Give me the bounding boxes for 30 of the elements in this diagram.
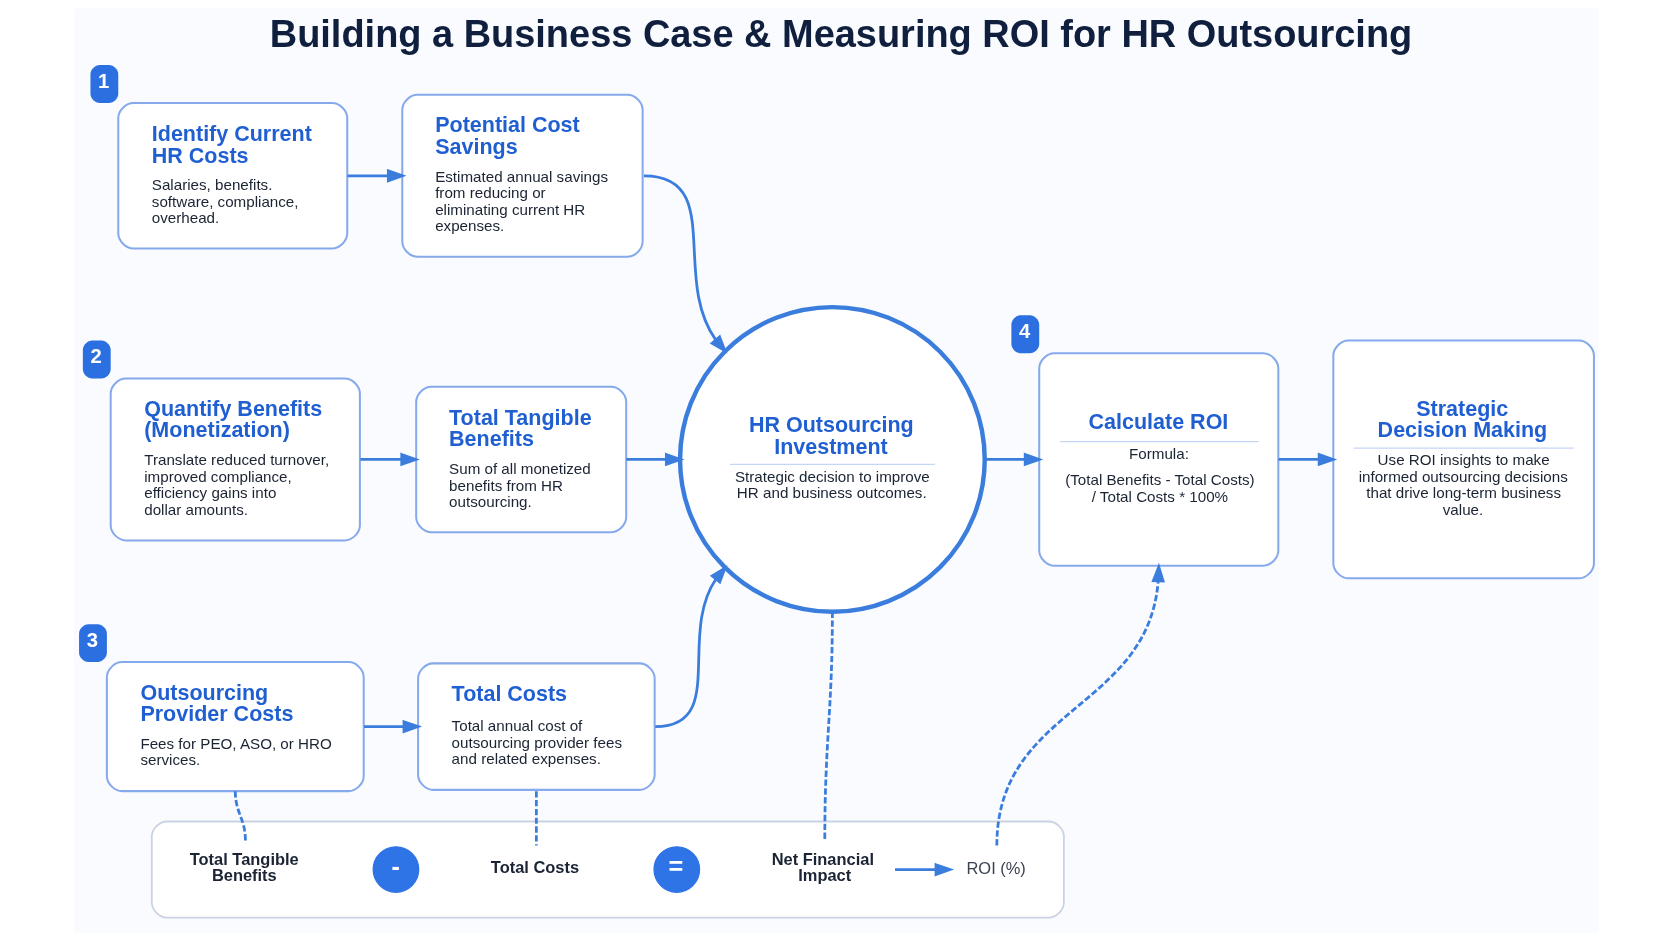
connector [534,791,538,846]
arrow [984,452,1043,467]
node-text: Total Tangible Benefits [189,850,299,885]
node-box: Total Costs Total annual cost of outsourcing provider fees and related expenses. [416,662,656,791]
node-circle: = [652,846,700,893]
node-box: Total Tangible Benefits Sum of all monetized benefits from HR outsourcing. [414,385,627,534]
arrow [994,562,1165,846]
arrow [347,168,406,183]
diagram-title: Building a Business Case & Measuring ROI for HR Outsourcing [269,13,1412,56]
arrow [654,564,728,728]
node-box: Strategic Decision Making Use ROI insights to make informed outsourcing decisions that drive long-term business value. [1331,339,1595,580]
node-box: Potential Cost Savings Estimated annual savings from reducing or eliminating current HR expenses. [400,93,644,258]
arrow [359,452,420,467]
node-text: Net Financial Impact [771,850,874,885]
node-text: ROI (%) [965,858,1026,877]
node-circle: HR Outsourcing Investment Strategic decision to improve HR and business outcomes. [677,304,987,614]
arrow [643,174,728,354]
node-label: 3 [86,628,98,651]
arrow [363,719,422,734]
connector [822,611,834,841]
arrow [894,862,954,877]
node-label: 4 [1018,319,1030,342]
node-circle: - [372,846,419,893]
node-label: 1 [97,69,109,92]
arrow [625,452,684,467]
node-label: 2 [89,345,102,368]
connector [233,791,247,841]
node-text: Total Costs [490,857,579,876]
cluster [150,820,1065,919]
arrow [1277,452,1337,467]
